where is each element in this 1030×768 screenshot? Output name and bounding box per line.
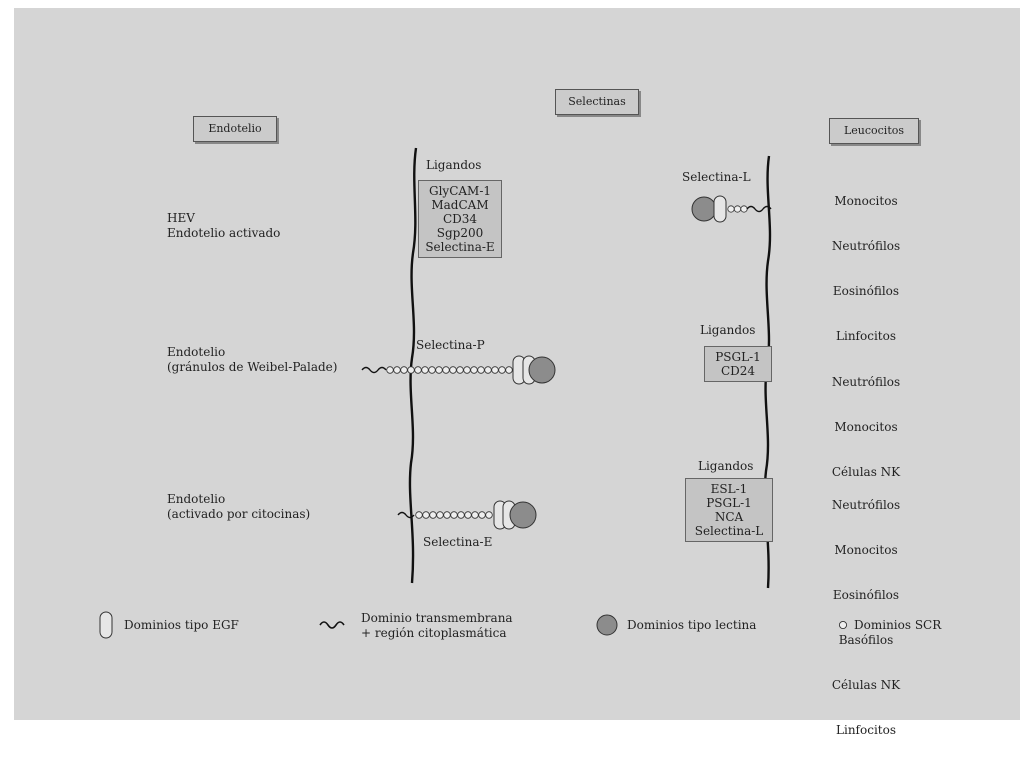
cell-item: Linfocitos [836,723,896,737]
header-leucocitos: Leucocitos [829,118,919,144]
legend-egf: Dominios tipo EGF [124,618,239,632]
cell-item: Monocitos [834,420,898,434]
legend-scr: Dominios SCR [854,618,942,632]
selectina-l-molecule [691,195,772,223]
ligand-item: CD24 [720,364,756,378]
cell-item: Neutrófilos [831,498,901,512]
diagram-graphics [99,147,848,639]
label-selectina-l: Selectina-L [682,170,751,184]
ligand-item: PSGL-1 [715,350,761,364]
label-selectina-p: Selectina-P [416,338,485,352]
selectina-e-molecule [397,500,537,530]
ligand-item: CD34 [442,212,478,226]
left-label-citocinas: Endotelio (activado por citocinas) [167,492,311,521]
ligandos-list-1: GlyCAM-1 MadCAM CD34 Sgp200 Selectina-E [418,180,502,258]
cell-item: Monocitos [834,543,898,557]
cells-list-1: Monocitos Neutrófilos Eosinófilos Linfoc… [826,164,906,374]
ligandos-title-3: Ligandos [698,459,754,473]
cells-list-2: Neutrófilos Monocitos Células NK [826,345,906,510]
header-endotelio: Endotelio [193,116,277,142]
ligand-item: GlyCAM-1 [428,184,492,198]
ligand-item: Sgp200 [436,226,484,240]
legend-lectin: Dominios tipo lectina [627,618,757,632]
left-label-weibel: Endotelio (gránulos de Weibel-Palade) [167,345,338,374]
ligand-item: NCA [714,510,744,524]
left-label-hev: HEV Endotelio activado [167,211,281,240]
legend-icons [99,611,848,639]
cell-item: Neutrófilos [831,375,901,389]
header-selectinas: Selectinas [555,89,639,115]
ligandos-list-2: PSGL-1 CD24 [704,346,772,382]
ligand-item: Selectina-L [694,524,764,538]
ligandos-title-1: Ligandos [426,158,482,172]
diagram-canvas: Selectinas Endotelio Leucocitos HEV Endo… [14,8,1020,737]
ligand-item: ESL-1 [710,482,748,496]
cell-item: Neutrófilos [831,239,901,253]
label-selectina-e: Selectina-E [423,535,493,549]
membrane-left [408,147,418,584]
cell-item: Células NK [831,465,901,479]
ligandos-title-2: Ligandos [700,323,756,337]
selectina-p-molecule [361,355,556,385]
cell-item: Eosinófilos [832,284,900,298]
ligand-item: MadCAM [431,198,489,212]
ligand-item: PSGL-1 [706,496,752,510]
cell-item: Basófilos [838,633,894,647]
legend-tm: Dominio transmembrana + región citoplasm… [361,611,513,640]
cell-item: Células NK [831,678,901,692]
ligandos-list-3: ESL-1 PSGL-1 NCA Selectina-L [685,478,773,542]
cell-item: Monocitos [834,194,898,208]
cell-item: Eosinófilos [832,588,900,602]
ligand-item: Selectina-E [425,240,495,254]
cell-item: Linfocitos [836,329,896,343]
